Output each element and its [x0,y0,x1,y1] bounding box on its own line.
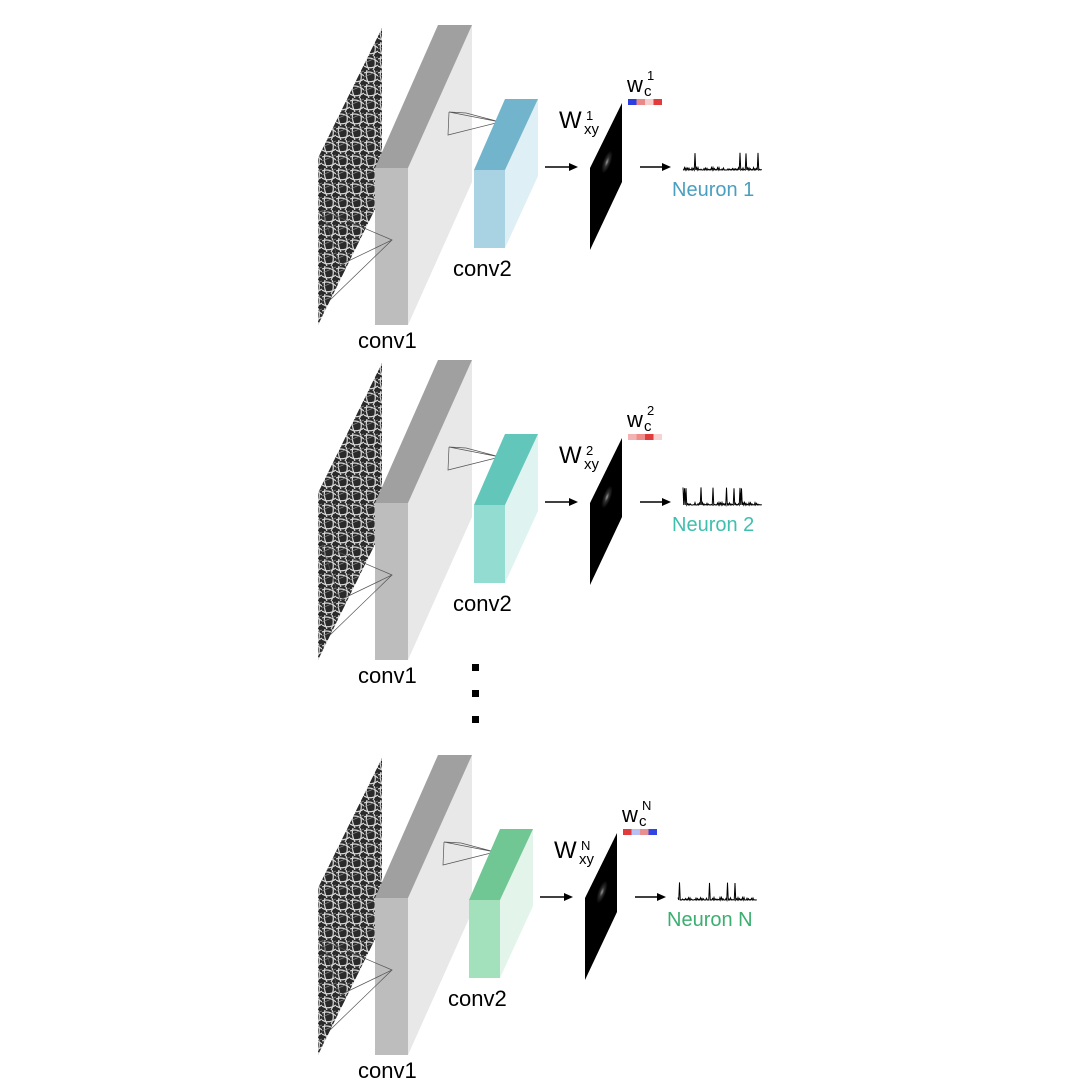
conv2-top [469,829,533,900]
wc-superscript: N [642,798,651,813]
neuron-response-trace [682,152,763,172]
wc-channel-weight [640,829,649,835]
receptive-field-blob [601,485,613,509]
conv1-label: conv1 [358,663,417,688]
wc-superscript: 1 [647,68,654,83]
conv2-label: conv2 [453,256,512,281]
rf-lines-conv2 [442,841,496,866]
wc-channel-weight [636,434,645,440]
wc-channel-weight [648,829,657,835]
input-image [318,363,382,660]
conv2-front [469,900,500,978]
arrow-to-response-head [657,893,666,901]
input-image [318,758,382,1055]
conv1-top [375,755,472,898]
conv2-top [474,99,538,170]
wxy-superscript: 2 [586,443,593,458]
conv1-side [408,360,472,660]
wc-subscript: c [644,418,652,435]
wxy-label: W [559,442,582,469]
conv1-label: conv1 [358,328,417,353]
arrow-to-response-head [662,498,671,506]
conv2-side [505,434,538,583]
conv2-top [474,434,538,505]
arrow-to-response-head [662,163,671,171]
wc-label: w [626,407,643,432]
rf-lines-conv1 [321,209,393,301]
wc-channel-weight [628,99,637,105]
receptive-field-blob [601,150,613,174]
conv2-side [505,99,538,248]
neuron-response-trace [682,487,762,507]
conv2-front [474,170,505,248]
wc-subscript: c [639,813,647,830]
neuron-label: Neuron 1 [672,179,754,201]
wc-channel-weight [631,829,640,835]
conv2-front [474,505,505,583]
spatial-mask-wxy [590,103,622,250]
rf-lines-conv2 [447,111,501,136]
wc-superscript: 2 [647,403,654,418]
arrow-to-wxy-head [569,498,578,506]
wc-subscript: c [644,83,652,100]
ellipsis-dots [472,664,479,723]
wc-channel-weight [628,434,637,440]
wc-channel-weight [645,99,654,105]
wc-channel-weight [636,99,645,105]
neuron-label: Neuron N [667,909,753,931]
rf-lines-conv2 [447,446,501,471]
rf-lines-conv1 [321,939,393,1031]
wxy-subscript: xy [584,121,600,138]
receptive-field-blob [596,880,608,904]
neuron-label: Neuron 2 [672,514,754,536]
neuron-response-trace [677,882,757,902]
spatial-mask-wxy [585,833,617,980]
wxy-superscript: 1 [586,108,593,123]
conv1-front [375,168,408,325]
arrow-to-wxy-head [564,893,573,901]
conv1-label: conv1 [358,1058,417,1080]
arrow-to-wxy-head [569,163,578,171]
wxy-label: W [559,107,582,134]
rf-lines-conv1 [321,544,393,636]
wxy-superscript: N [581,838,590,853]
conv2-label: conv2 [448,986,507,1011]
wc-label: w [621,802,638,827]
conv2-side [500,829,533,978]
wc-channel-weight [645,434,654,440]
input-image [318,28,382,325]
conv1-top [375,25,472,168]
wc-channel-weight [623,829,632,835]
conv1-side [408,755,472,1055]
wc-channel-weight [653,99,662,105]
wxy-subscript: xy [584,456,600,473]
conv1-top [375,360,472,503]
wxy-subscript: xy [579,851,595,868]
conv1-front [375,503,408,660]
wxy-label: W [554,837,577,864]
wc-channel-weight [653,434,662,440]
wc-label: w [626,72,643,97]
spatial-mask-wxy [590,438,622,585]
conv1-front [375,898,408,1055]
conv2-label: conv2 [453,591,512,616]
conv1-side [408,25,472,325]
